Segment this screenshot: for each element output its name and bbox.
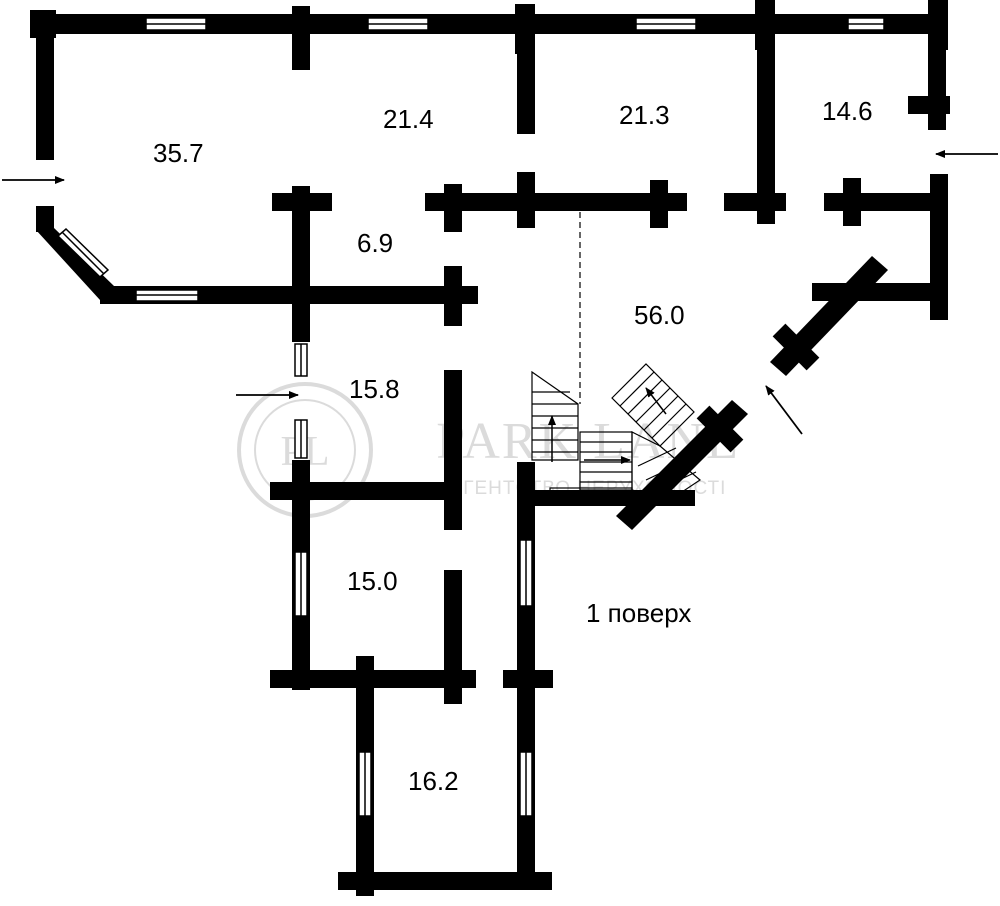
room-area-label: 56.0 <box>634 300 685 330</box>
wall-mid <box>425 193 687 211</box>
wall-diagonal-cross <box>696 405 744 453</box>
wall-mid-right <box>824 193 948 211</box>
room-area-label: 14.6 <box>822 96 873 126</box>
wall-diagonal-upper <box>770 256 888 376</box>
wall-bottom <box>338 872 552 890</box>
stair-flight <box>631 431 701 501</box>
wall-internal <box>517 30 535 134</box>
room-area-label: 21.4 <box>383 104 434 134</box>
wall-post <box>444 184 462 232</box>
stair-arrow-icon <box>645 387 667 415</box>
wall-internal <box>757 30 775 224</box>
floor-label: 1 поверх <box>586 598 691 628</box>
wall-left-bevel <box>36 228 114 300</box>
wall-vertical-left <box>292 186 310 342</box>
stair-flight <box>531 370 579 461</box>
entrance-arrow-icon <box>765 385 803 435</box>
room-area-label: 15.8 <box>349 374 400 404</box>
wall-vertical-mid <box>444 370 462 530</box>
wall-right-upper <box>928 30 946 130</box>
room-area-label: 21.3 <box>619 100 670 130</box>
wall-stub <box>503 670 553 688</box>
stairs <box>531 212 701 501</box>
wall-left-stub <box>36 206 54 232</box>
wall-post <box>843 178 861 226</box>
wall-post <box>517 172 535 228</box>
entrance-arrows <box>2 150 998 435</box>
windows <box>56 17 885 817</box>
wall-diagonal-cross <box>772 323 820 371</box>
wall-horizontal-mid <box>270 482 462 500</box>
room-area-label: 16.2 <box>408 766 459 796</box>
wall-post <box>650 180 668 228</box>
wall-horizontal-right <box>517 490 695 506</box>
room-area-label: 35.7 <box>153 138 204 168</box>
wall-stub <box>272 193 332 211</box>
wall-top <box>30 14 948 34</box>
room-area-label: 6.9 <box>357 228 393 258</box>
wall-stub <box>908 96 950 114</box>
stair-landing <box>549 487 633 495</box>
stair-arrows <box>548 387 667 464</box>
wall-mid-stub <box>724 193 786 211</box>
room-area-label: 15.0 <box>347 566 398 596</box>
room-labels: 35.7 21.4 21.3 14.6 6.9 56.0 15.8 15.0 1… <box>153 96 873 796</box>
wall-post <box>292 6 310 70</box>
wall-left-upper <box>36 14 54 160</box>
wall-post <box>444 266 462 326</box>
